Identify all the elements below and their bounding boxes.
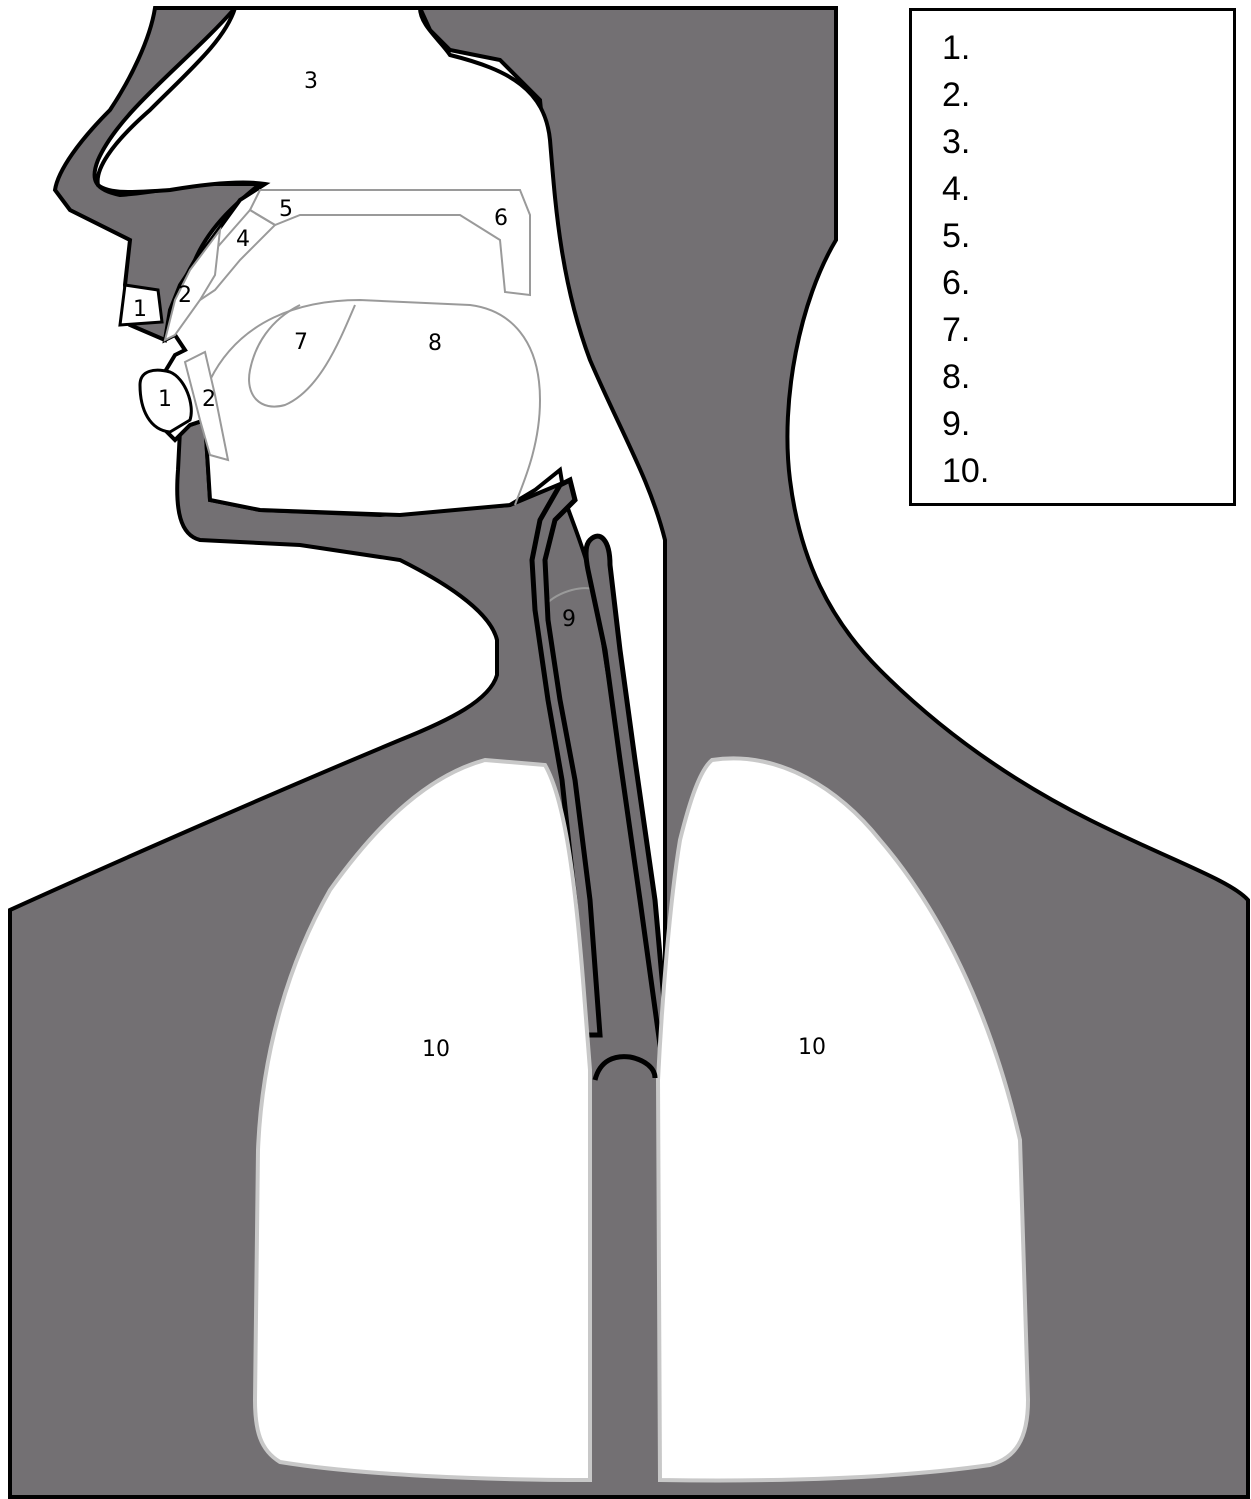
label-left-lung: 10	[422, 1037, 450, 1062]
label-soft-palate: 6	[494, 206, 508, 231]
label-right-lung: 10	[798, 1035, 826, 1060]
key-item-8: 8.	[942, 354, 1233, 401]
key-item-9: 9.	[942, 401, 1233, 448]
label-lower-lip: 1	[158, 387, 172, 412]
key-item-10: 10.	[942, 448, 1233, 495]
label-lower-teeth: 2	[202, 387, 216, 412]
answer-key-box: 1. 2. 3. 4. 5. 6. 7. 8. 9. 10.	[909, 8, 1236, 506]
key-item-7: 7.	[942, 307, 1233, 354]
label-hard-palate: 5	[279, 197, 293, 222]
key-item-4: 4.	[942, 166, 1233, 213]
key-item-2: 2.	[942, 72, 1233, 119]
answer-key-list: 1. 2. 3. 4. 5. 6. 7. 8. 9. 10.	[912, 11, 1233, 495]
label-upper-teeth: 2	[178, 283, 192, 308]
key-item-5: 5.	[942, 213, 1233, 260]
label-larynx: 9	[562, 607, 576, 632]
label-nose: 3	[304, 69, 318, 94]
key-item-1: 1.	[942, 25, 1233, 72]
key-item-3: 3.	[942, 119, 1233, 166]
label-alveolar-ridge: 4	[236, 227, 250, 252]
label-upper-lip: 1	[133, 297, 147, 322]
label-tongue-tip: 7	[294, 330, 308, 355]
label-tongue-body: 8	[428, 331, 442, 356]
key-item-6: 6.	[942, 260, 1233, 307]
